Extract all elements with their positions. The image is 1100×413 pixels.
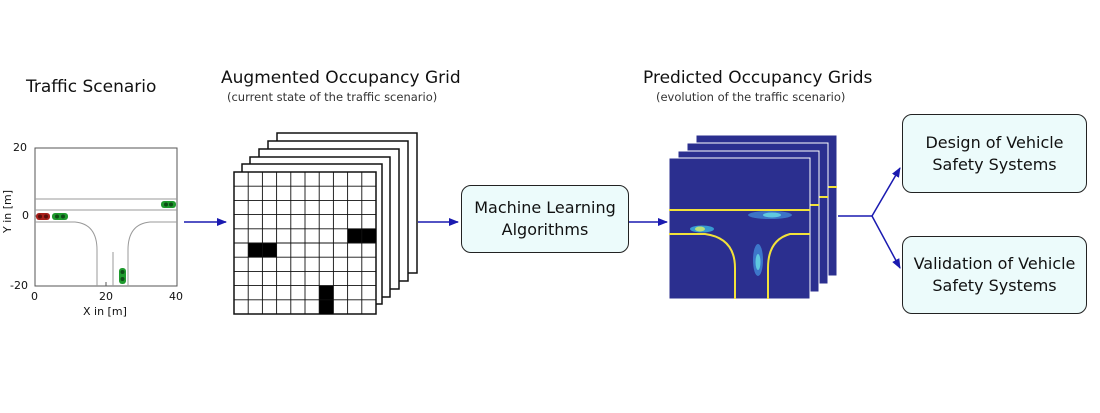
scenario-ytick-mid: 0 bbox=[22, 209, 29, 222]
scenario-xlabel: X in [m] bbox=[83, 305, 127, 318]
occupancy-grid-front bbox=[233, 171, 377, 315]
vehicle-green-left bbox=[52, 213, 68, 220]
predicted-grid-stack bbox=[668, 134, 838, 300]
occupied-cell bbox=[319, 285, 334, 300]
road-edge-left-curve bbox=[35, 221, 98, 286]
ml-box-line1: Machine Learning bbox=[474, 198, 616, 217]
design-box-line1: Design of Vehicle bbox=[925, 132, 1064, 152]
road-edge-right-curve bbox=[127, 221, 177, 286]
traffic-scenario-title: Traffic Scenario bbox=[26, 77, 157, 97]
predicted-grids-subtitle: (evolution of the traffic scenario) bbox=[656, 90, 846, 104]
traffic-scenario-plot bbox=[34, 147, 178, 287]
occupancy-grid-stack bbox=[233, 132, 418, 315]
scenario-xtick-20: 20 bbox=[99, 290, 113, 303]
predicted-grids-title: Predicted Occupancy Grids bbox=[643, 68, 873, 88]
occupancy-grid-subtitle: (current state of the traffic scenario) bbox=[227, 90, 438, 104]
occupancy-grid-title: Augmented Occupancy Grid bbox=[221, 68, 461, 88]
scenario-ylabel: Y in [m] bbox=[1, 189, 15, 234]
scenario-ytick-top: 20 bbox=[13, 141, 27, 154]
scenario-ytick-bottom: -20 bbox=[10, 279, 28, 292]
occupied-cell bbox=[262, 243, 277, 258]
validation-box-line2: Safety Systems bbox=[932, 276, 1057, 295]
occupied-cell bbox=[319, 299, 334, 314]
validation-box-line1: Validation of Vehicle bbox=[913, 254, 1076, 273]
scenario-xtick-40: 40 bbox=[169, 290, 183, 303]
scenario-xtick-0: 0 bbox=[31, 290, 38, 303]
vehicle-green-right bbox=[161, 201, 176, 208]
ml-box-line2: Algorithms bbox=[501, 220, 589, 239]
occupied-cell bbox=[361, 228, 376, 243]
occupied-cell bbox=[248, 243, 263, 258]
arrow-to-validation bbox=[871, 215, 901, 269]
design-box-line2: Safety Systems bbox=[932, 154, 1057, 174]
occupied-cell bbox=[347, 228, 362, 243]
arrow-to-design bbox=[871, 167, 901, 217]
